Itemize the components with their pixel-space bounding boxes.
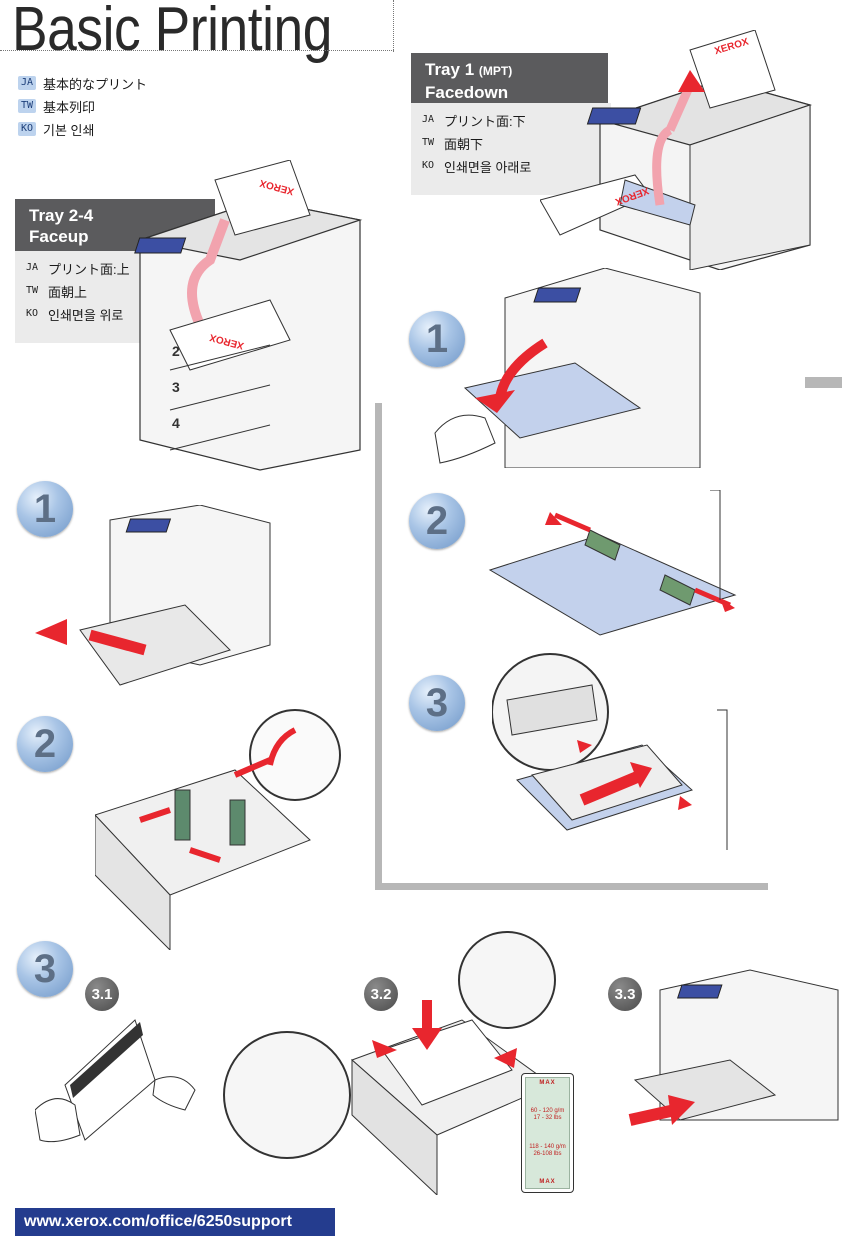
tray1-name: Tray 1 (425, 60, 475, 79)
tray24-substep-3-1: 3.1 (85, 977, 119, 1011)
section-divider (375, 883, 768, 890)
translation-ja: JA プリント面:下 (419, 111, 603, 129)
support-url[interactable]: www.xerox.com/office/6250support (15, 1208, 335, 1236)
tray24-step3-3-insert-tray-illustration (628, 969, 839, 1126)
translation-ja: JA 基本的なプリント (18, 74, 147, 92)
tray1-sub: (MPT) (478, 64, 513, 78)
max-weight-1: 60 - 120 g/m (530, 1108, 565, 1115)
lang-code: JA (18, 76, 36, 90)
max-bottom: MAX (539, 1178, 556, 1185)
tray1-label: Tray 1 (MPT) Facedown (411, 53, 608, 103)
section-divider (375, 403, 382, 890)
translation-ko: KO 인쇄면을 아래로 (419, 157, 603, 175)
printer-tray1-facedown-illustration: XEROX XEROX (540, 30, 813, 270)
max-weight-4: 26-108 lbs (533, 1150, 562, 1157)
max-top: MAX (539, 1080, 556, 1086)
max-fill-label: MAX 60 - 120 g/m 17 - 32 lbs 118 - 140 g… (521, 1073, 574, 1193)
tray-number-2: 2 (172, 343, 180, 359)
translation-text: 基本列印 (43, 99, 96, 115)
tray24-name: Tray 2-4 (29, 206, 94, 225)
tray-number-4: 4 (172, 415, 180, 431)
tray24-step-1: 1 (17, 481, 73, 537)
translation-text: プリント面:下 (444, 113, 526, 129)
tray24-substep-3-2: 3.2 (364, 977, 398, 1011)
translation-ko: KO 기본 인쇄 (18, 120, 147, 138)
tray1-step-1: 1 (409, 311, 465, 367)
lang-code: TW (18, 99, 36, 113)
tray24-mode: Faceup (29, 227, 89, 246)
tray24-step1-pull-tray-illustration (35, 505, 271, 686)
lang-code: KO (18, 122, 36, 136)
tray24-step2-adjust-guides-illustration (95, 709, 341, 950)
printer-tray24-faceup-illustration: XEROX XEROX 2 3 4 (134, 160, 363, 471)
tray1-translations: JA プリント面:下 TW 面朝下 KO 인쇄면을 아래로 (411, 103, 611, 195)
lang-code: TW (25, 285, 39, 296)
lang-code: TW (421, 137, 435, 148)
translation-text: 基本的なプリント (43, 76, 148, 92)
tray1-step2-adjust-guides-illustration (488, 490, 737, 636)
translation-tw: TW 面朝下 (419, 134, 603, 152)
translation-tw: TW 面朝上 (23, 282, 207, 300)
translation-ja: JA プリント面:上 (23, 259, 207, 277)
translation-text: 인쇄면을 아래로 (444, 159, 532, 175)
tray-number-3: 3 (172, 379, 180, 395)
translation-tw: TW 基本列印 (18, 97, 147, 115)
page-title: Basic Printing (12, 0, 332, 64)
tray24-label: Tray 2-4 Faceup (15, 199, 215, 251)
tray1-step3-load-paper-illustration (492, 653, 728, 850)
side-tab (805, 377, 842, 388)
lang-code: JA (25, 262, 39, 273)
lang-code: KO (421, 160, 435, 171)
tray24-step3-1-fan-paper-illustration (35, 1019, 196, 1143)
title-divider (393, 0, 394, 52)
tray24-step3-2-load-tray-illustration (223, 931, 556, 1195)
tray1-mode: Facedown (425, 83, 509, 102)
translation-text: 面朝下 (444, 136, 484, 152)
translation-text: プリント面:上 (48, 261, 130, 277)
lang-code: KO (25, 308, 39, 319)
tray1-step-3: 3 (409, 675, 465, 731)
tray24-substep-3-3: 3.3 (608, 977, 642, 1011)
translation-text: 인쇄면을 위로 (48, 307, 124, 323)
tray24-step-3: 3 (17, 941, 73, 997)
tray24-step-2: 2 (17, 716, 73, 772)
tray1-step-2: 2 (409, 493, 465, 549)
translation-ko: KO 인쇄면을 위로 (23, 305, 207, 323)
lang-code: JA (421, 114, 435, 125)
translation-text: 面朝上 (48, 284, 88, 300)
translation-text: 기본 인쇄 (43, 122, 95, 138)
tray1-step1-open-mpt-illustration (434, 268, 701, 468)
title-translations: JA 基本的なプリント TW 基本列印 KO 기본 인쇄 (18, 74, 147, 138)
max-weight-2: 17 - 32 lbs (533, 1115, 562, 1122)
max-weight-3: 118 - 140 g/m (529, 1143, 566, 1150)
title-divider (0, 50, 394, 51)
